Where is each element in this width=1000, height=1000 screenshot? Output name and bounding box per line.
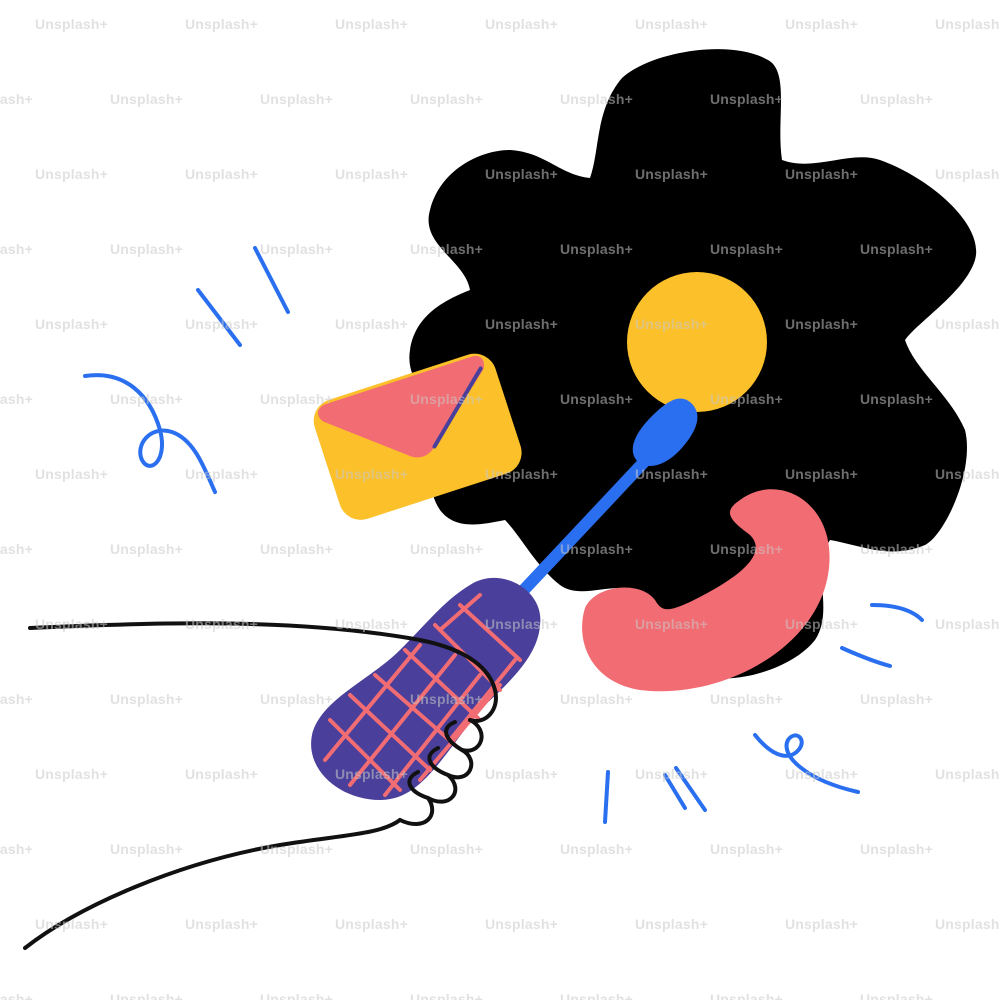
motion-line-bottom-2 xyxy=(663,773,687,810)
screwdriver-shaft xyxy=(499,439,666,616)
screwdriver-tip xyxy=(632,398,698,466)
screwdriver-icon xyxy=(311,398,698,800)
motion-line-right-1 xyxy=(870,603,924,622)
finger-loop-1 xyxy=(444,720,464,752)
motion-line-bottom-3 xyxy=(674,766,707,812)
envelope-icon xyxy=(313,353,522,520)
arm-upper-line xyxy=(28,621,498,723)
screwdriver-handle-grid xyxy=(323,593,522,797)
motion-lines xyxy=(83,246,924,824)
motion-curl-left xyxy=(83,373,217,494)
finger-loop-2 xyxy=(427,746,450,777)
arm-lower-line xyxy=(23,818,402,950)
envelope-flap-edge xyxy=(432,366,483,449)
finger-loop-3 xyxy=(407,770,430,800)
phone-handset-body xyxy=(582,489,830,692)
motion-line-top-left-2 xyxy=(196,288,242,347)
motion-line-top-left-1 xyxy=(253,246,290,314)
motion-line-right-2 xyxy=(840,646,892,668)
gear-hub xyxy=(627,272,767,412)
motion-curl-bottom-right xyxy=(753,733,860,794)
gear-icon xyxy=(409,49,977,679)
hand-icon xyxy=(23,621,498,950)
motion-line-bottom-1 xyxy=(603,770,610,824)
phone-handset-icon xyxy=(582,489,830,692)
